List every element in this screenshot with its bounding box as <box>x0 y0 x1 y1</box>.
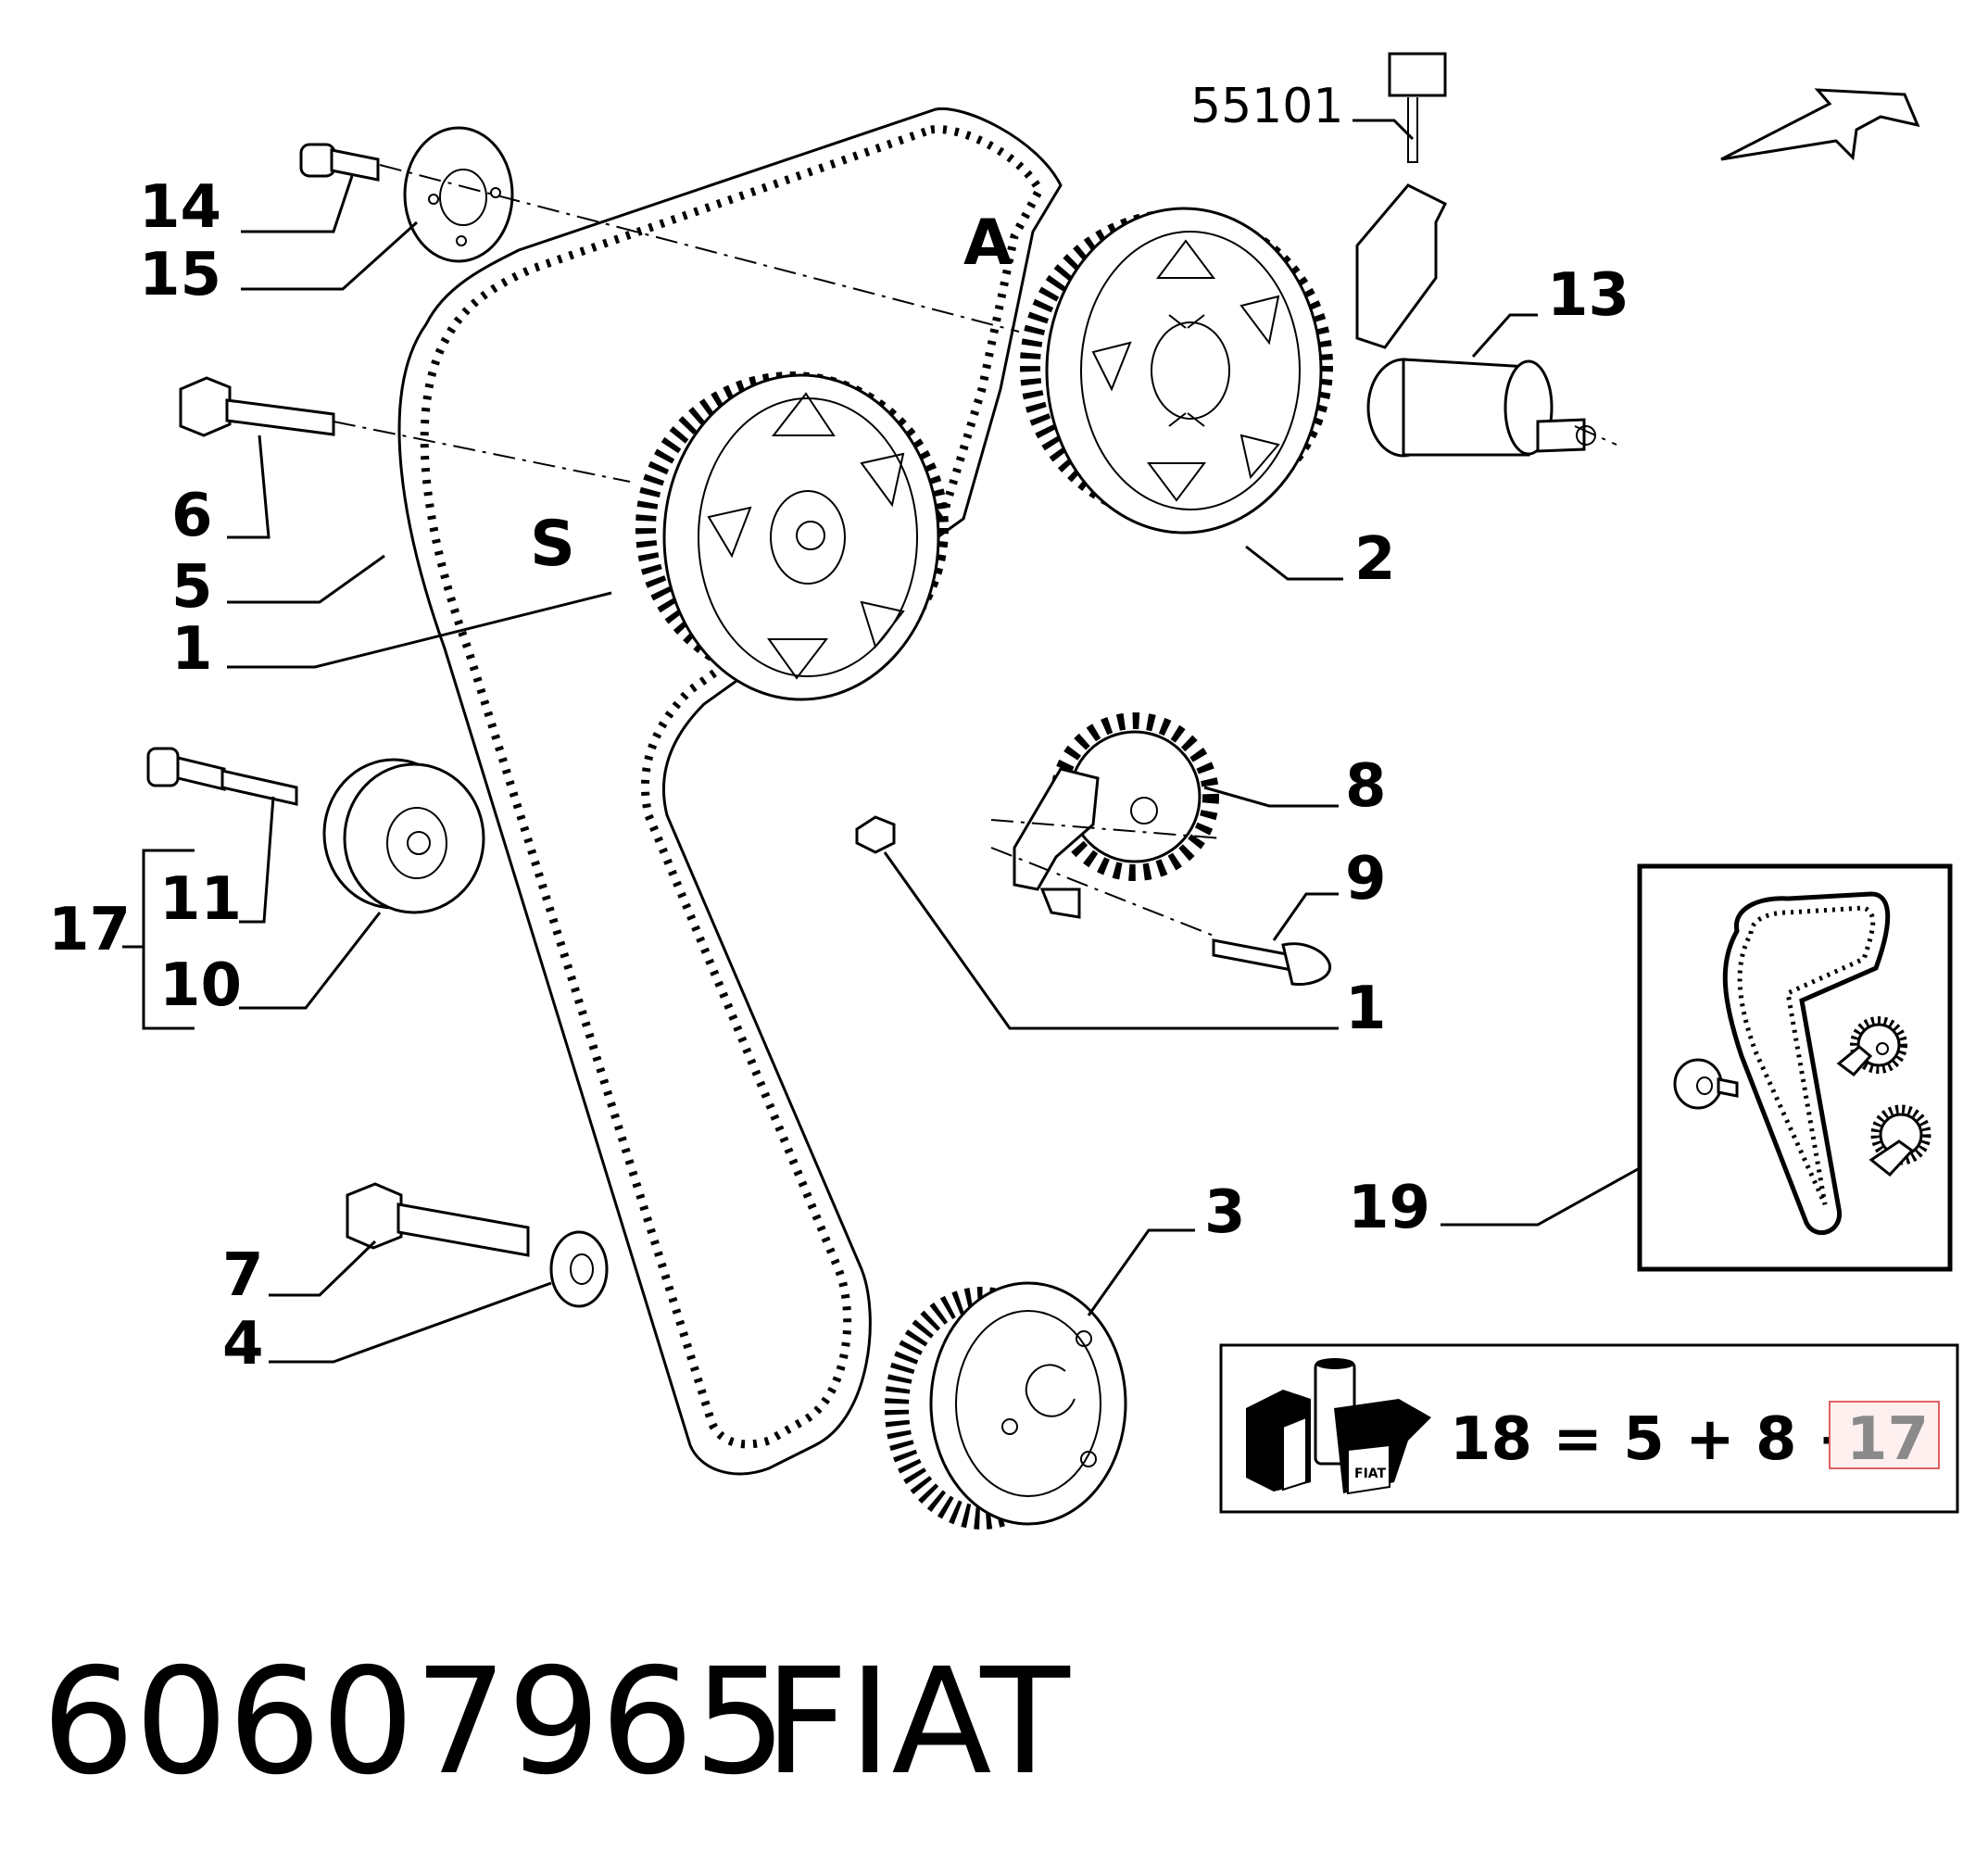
pulley-label-a: A <box>963 207 1013 280</box>
callout-1-mid: 1 <box>1345 975 1387 1043</box>
axis-line <box>333 421 631 483</box>
washer <box>549 1230 609 1308</box>
kit-tensioner <box>1836 1016 1907 1077</box>
brand-name: FIAT <box>764 1637 1070 1807</box>
axis-line <box>1574 425 1617 446</box>
direction-arrow-icon <box>1720 88 1920 161</box>
callout-2: 2 <box>1354 525 1396 594</box>
camshaft-pulley-exhaust <box>1020 207 1333 535</box>
leader-line <box>227 554 385 604</box>
kit-bracket <box>122 849 195 1030</box>
kit-icon: FIAT <box>1246 1358 1431 1495</box>
phase-flange <box>403 126 514 263</box>
callout-5: 5 <box>171 553 213 622</box>
tensioner-bolt <box>1212 938 1332 987</box>
leader-line <box>1441 1167 1639 1227</box>
callout-3: 3 <box>1204 1178 1246 1247</box>
leader-line <box>1087 1228 1195 1316</box>
kit-formula-text: 18 = 5 + 8 + <box>1450 1405 1867 1474</box>
callout-11: 11 <box>159 865 242 934</box>
callout-15: 15 <box>139 241 221 309</box>
callout-14: 14 <box>139 173 221 242</box>
callout-17: 17 <box>48 896 131 964</box>
tensioner-nut <box>855 815 896 854</box>
idler-roller <box>322 758 485 914</box>
crank-bolt <box>346 1182 530 1257</box>
leader-line <box>241 175 354 233</box>
kit-sprocket <box>1868 1104 1931 1177</box>
leader-line <box>1203 786 1339 808</box>
leader-line <box>241 220 419 291</box>
callout-13: 13 <box>1547 261 1629 330</box>
camshaft-pulley-intake <box>635 371 949 701</box>
pulley-label-s: S <box>530 508 575 581</box>
leader-line <box>239 796 275 924</box>
timing-belt <box>397 107 1063 1476</box>
kit-roller <box>1673 1058 1739 1110</box>
leader-line <box>1272 892 1339 941</box>
callout-8: 8 <box>1345 752 1387 821</box>
leader-line <box>239 912 382 1010</box>
belt-tensioner <box>1013 712 1219 919</box>
kit-belt <box>1722 891 1891 1236</box>
leader-line <box>227 591 612 669</box>
kit-icon-logo: FIAT <box>1354 1466 1387 1481</box>
callout-6: 6 <box>171 482 213 550</box>
flange-bolt <box>299 143 380 182</box>
callout-1-left: 1 <box>171 615 213 684</box>
idler-bolt <box>146 747 298 806</box>
callout-7: 7 <box>222 1241 264 1310</box>
leader-line <box>227 434 271 539</box>
axis-line <box>990 819 1224 839</box>
leader-line <box>1245 545 1343 581</box>
callout-10: 10 <box>159 951 242 1020</box>
leader-line <box>269 1281 552 1364</box>
kit-formula-highlight-box <box>1829 1401 1940 1469</box>
phase-sensor <box>1355 52 1448 349</box>
leader-line <box>1353 119 1415 141</box>
part-number: 60607965 <box>42 1637 787 1807</box>
callout-19: 19 <box>1348 1174 1430 1242</box>
leader-line <box>883 851 1339 1030</box>
leader-line <box>269 1240 377 1297</box>
axis-line <box>379 164 1020 333</box>
crankshaft-pulley <box>885 1281 1127 1529</box>
callout-9: 9 <box>1345 845 1387 913</box>
sensor-body <box>1366 358 1596 458</box>
pulley-bolt <box>179 376 335 437</box>
kit-formula-box: FIAT 18 = 5 + 8 + 17 <box>1219 1343 1959 1514</box>
kit-formula-highlight: 17 <box>1846 1405 1929 1474</box>
kit-inset <box>1637 863 1953 1272</box>
leader-line <box>1471 313 1538 358</box>
callout-4: 4 <box>222 1310 264 1378</box>
callout-55101: 55101 <box>1190 79 1343 134</box>
